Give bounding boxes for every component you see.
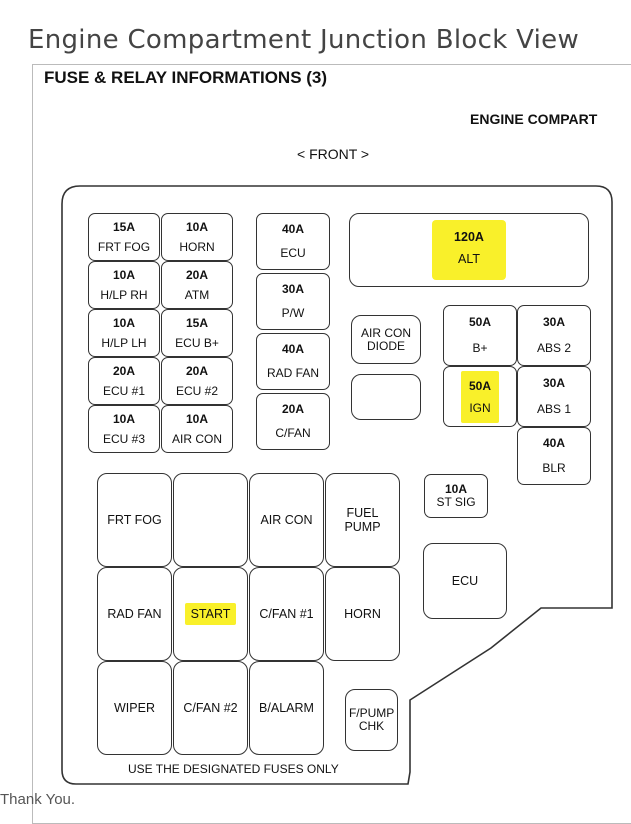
footer-note: USE THE DESIGNATED FUSES ONLY [128, 762, 339, 776]
document-subheading: ENGINE COMPART [470, 111, 598, 127]
document-heading: FUSE & RELAY INFORMATIONS (3) [44, 68, 328, 87]
relay-c-fan-2: C/FAN #2 [173, 661, 248, 755]
relay-frt-fog: FRT FOG [97, 473, 172, 567]
relay-empty [173, 473, 248, 567]
relay-air-con: AIR CON [249, 473, 324, 567]
relay-b-alarm: B/ALARM [249, 661, 324, 755]
front-label: < FRONT > [297, 146, 370, 162]
page-title: Engine Compartment Junction Block View [28, 25, 580, 55]
ecu-box: ECU [423, 543, 507, 619]
relay-start: START [173, 567, 248, 661]
relay-wiper: WIPER [97, 661, 172, 755]
empty-slot [351, 374, 421, 420]
relay-c-fan-1: C/FAN #1 [249, 567, 324, 661]
closing-text: Thank You. [0, 791, 76, 808]
relay-rad-fan: RAD FAN [97, 567, 172, 661]
relay-horn: HORN [325, 567, 400, 661]
air-con-diode: AIR CON DIODE [351, 315, 421, 364]
relay-fuel-pump: FUEL PUMP [325, 473, 400, 567]
fuse-alt: 120A ALT [349, 213, 589, 287]
fpump-chk: F/PUMP CHK [345, 689, 398, 751]
